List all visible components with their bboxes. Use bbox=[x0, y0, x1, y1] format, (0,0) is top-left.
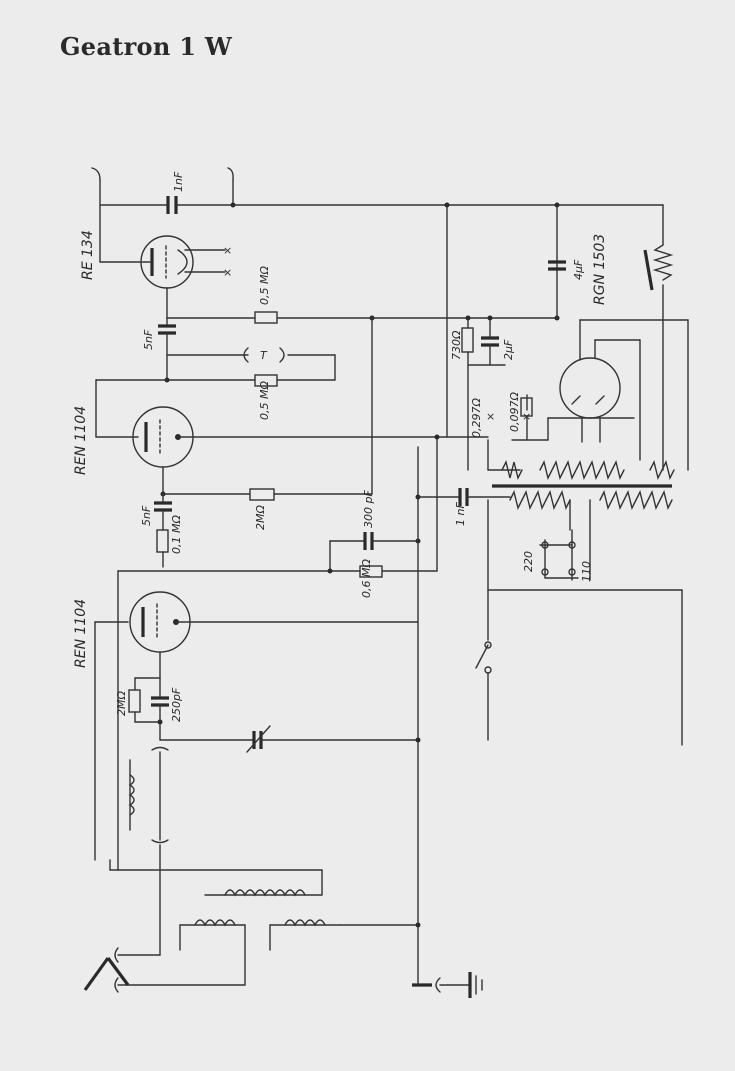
svg-text:×: × bbox=[223, 266, 232, 279]
coil-plugin bbox=[128, 746, 169, 956]
mains-switch[interactable] bbox=[475, 641, 492, 674]
resistor-r-0297-label: 0,297Ω bbox=[470, 398, 483, 438]
resistor-r-gl2 bbox=[156, 529, 169, 553]
tube-ren1104-a bbox=[132, 406, 489, 495]
capacitor-top-label: 1nF bbox=[172, 171, 185, 192]
resistor-r-0097-label: 0,097Ω bbox=[508, 392, 521, 432]
capacitor-top bbox=[166, 196, 178, 214]
resistor-r-730-label: 730Ω bbox=[450, 330, 463, 360]
tube-rgn1503-label: RGN 1503 bbox=[592, 234, 608, 305]
tube-ren1104-b bbox=[94, 591, 419, 679]
resistor-r-06-label: 0,6 MΩ bbox=[360, 559, 373, 598]
tube-ren1104-b-label: REN 1104 bbox=[73, 599, 89, 668]
resistor-r-2m-label: 2MΩ bbox=[254, 505, 267, 530]
power-transformer bbox=[487, 439, 675, 511]
capacitor-c-250-label: 250pF bbox=[170, 687, 183, 722]
resistor-r-2m-b-label: 2MΩ bbox=[115, 691, 128, 716]
phones-jack: T bbox=[166, 347, 336, 381]
voltage-110-label: 110 bbox=[580, 561, 593, 582]
svg-text:×: × bbox=[223, 244, 232, 257]
capacitor-c-1n-label: 1 nF bbox=[454, 502, 467, 526]
svg-text:×: × bbox=[486, 410, 495, 423]
capacitor-c-g2-label: 5nF bbox=[140, 505, 153, 526]
voltage-selector[interactable] bbox=[539, 499, 591, 581]
resistor-r-g1 bbox=[254, 311, 278, 324]
capacitor-c-g1-label: 5nF bbox=[142, 329, 155, 350]
resistor-r-730 bbox=[461, 327, 474, 353]
resistor-r-g2-label: 0,5 MΩ bbox=[258, 381, 271, 420]
tube-rgn1503 bbox=[547, 319, 689, 471]
tube-re134: × × bbox=[99, 235, 232, 319]
aerial-terminal bbox=[83, 947, 246, 993]
capacitor-c-2u-label: 2μF bbox=[502, 339, 515, 360]
resistor-rheostat bbox=[652, 244, 674, 281]
input-section: 1nF bbox=[91, 167, 664, 263]
voltage-220-label: 220 bbox=[522, 551, 535, 572]
tube-ren1104-a-label: REN 1104 bbox=[73, 406, 89, 475]
resistor-r-g1-label: 0,5 MΩ bbox=[258, 266, 271, 305]
capacitor-c-4u-label: 4μF bbox=[572, 259, 585, 280]
phones-label: T bbox=[260, 349, 268, 362]
resistor-r-2m bbox=[249, 488, 275, 501]
resistor-r-2m-b bbox=[128, 689, 141, 713]
tube-re134-label: RE 134 bbox=[80, 230, 96, 280]
resistor-r-gl2-label: 0,1 MΩ bbox=[170, 515, 183, 554]
capacitor-c-300-label: 300 pF bbox=[362, 490, 375, 528]
page-title: Geatron 1 W bbox=[60, 32, 233, 61]
earth-terminal bbox=[435, 972, 483, 998]
